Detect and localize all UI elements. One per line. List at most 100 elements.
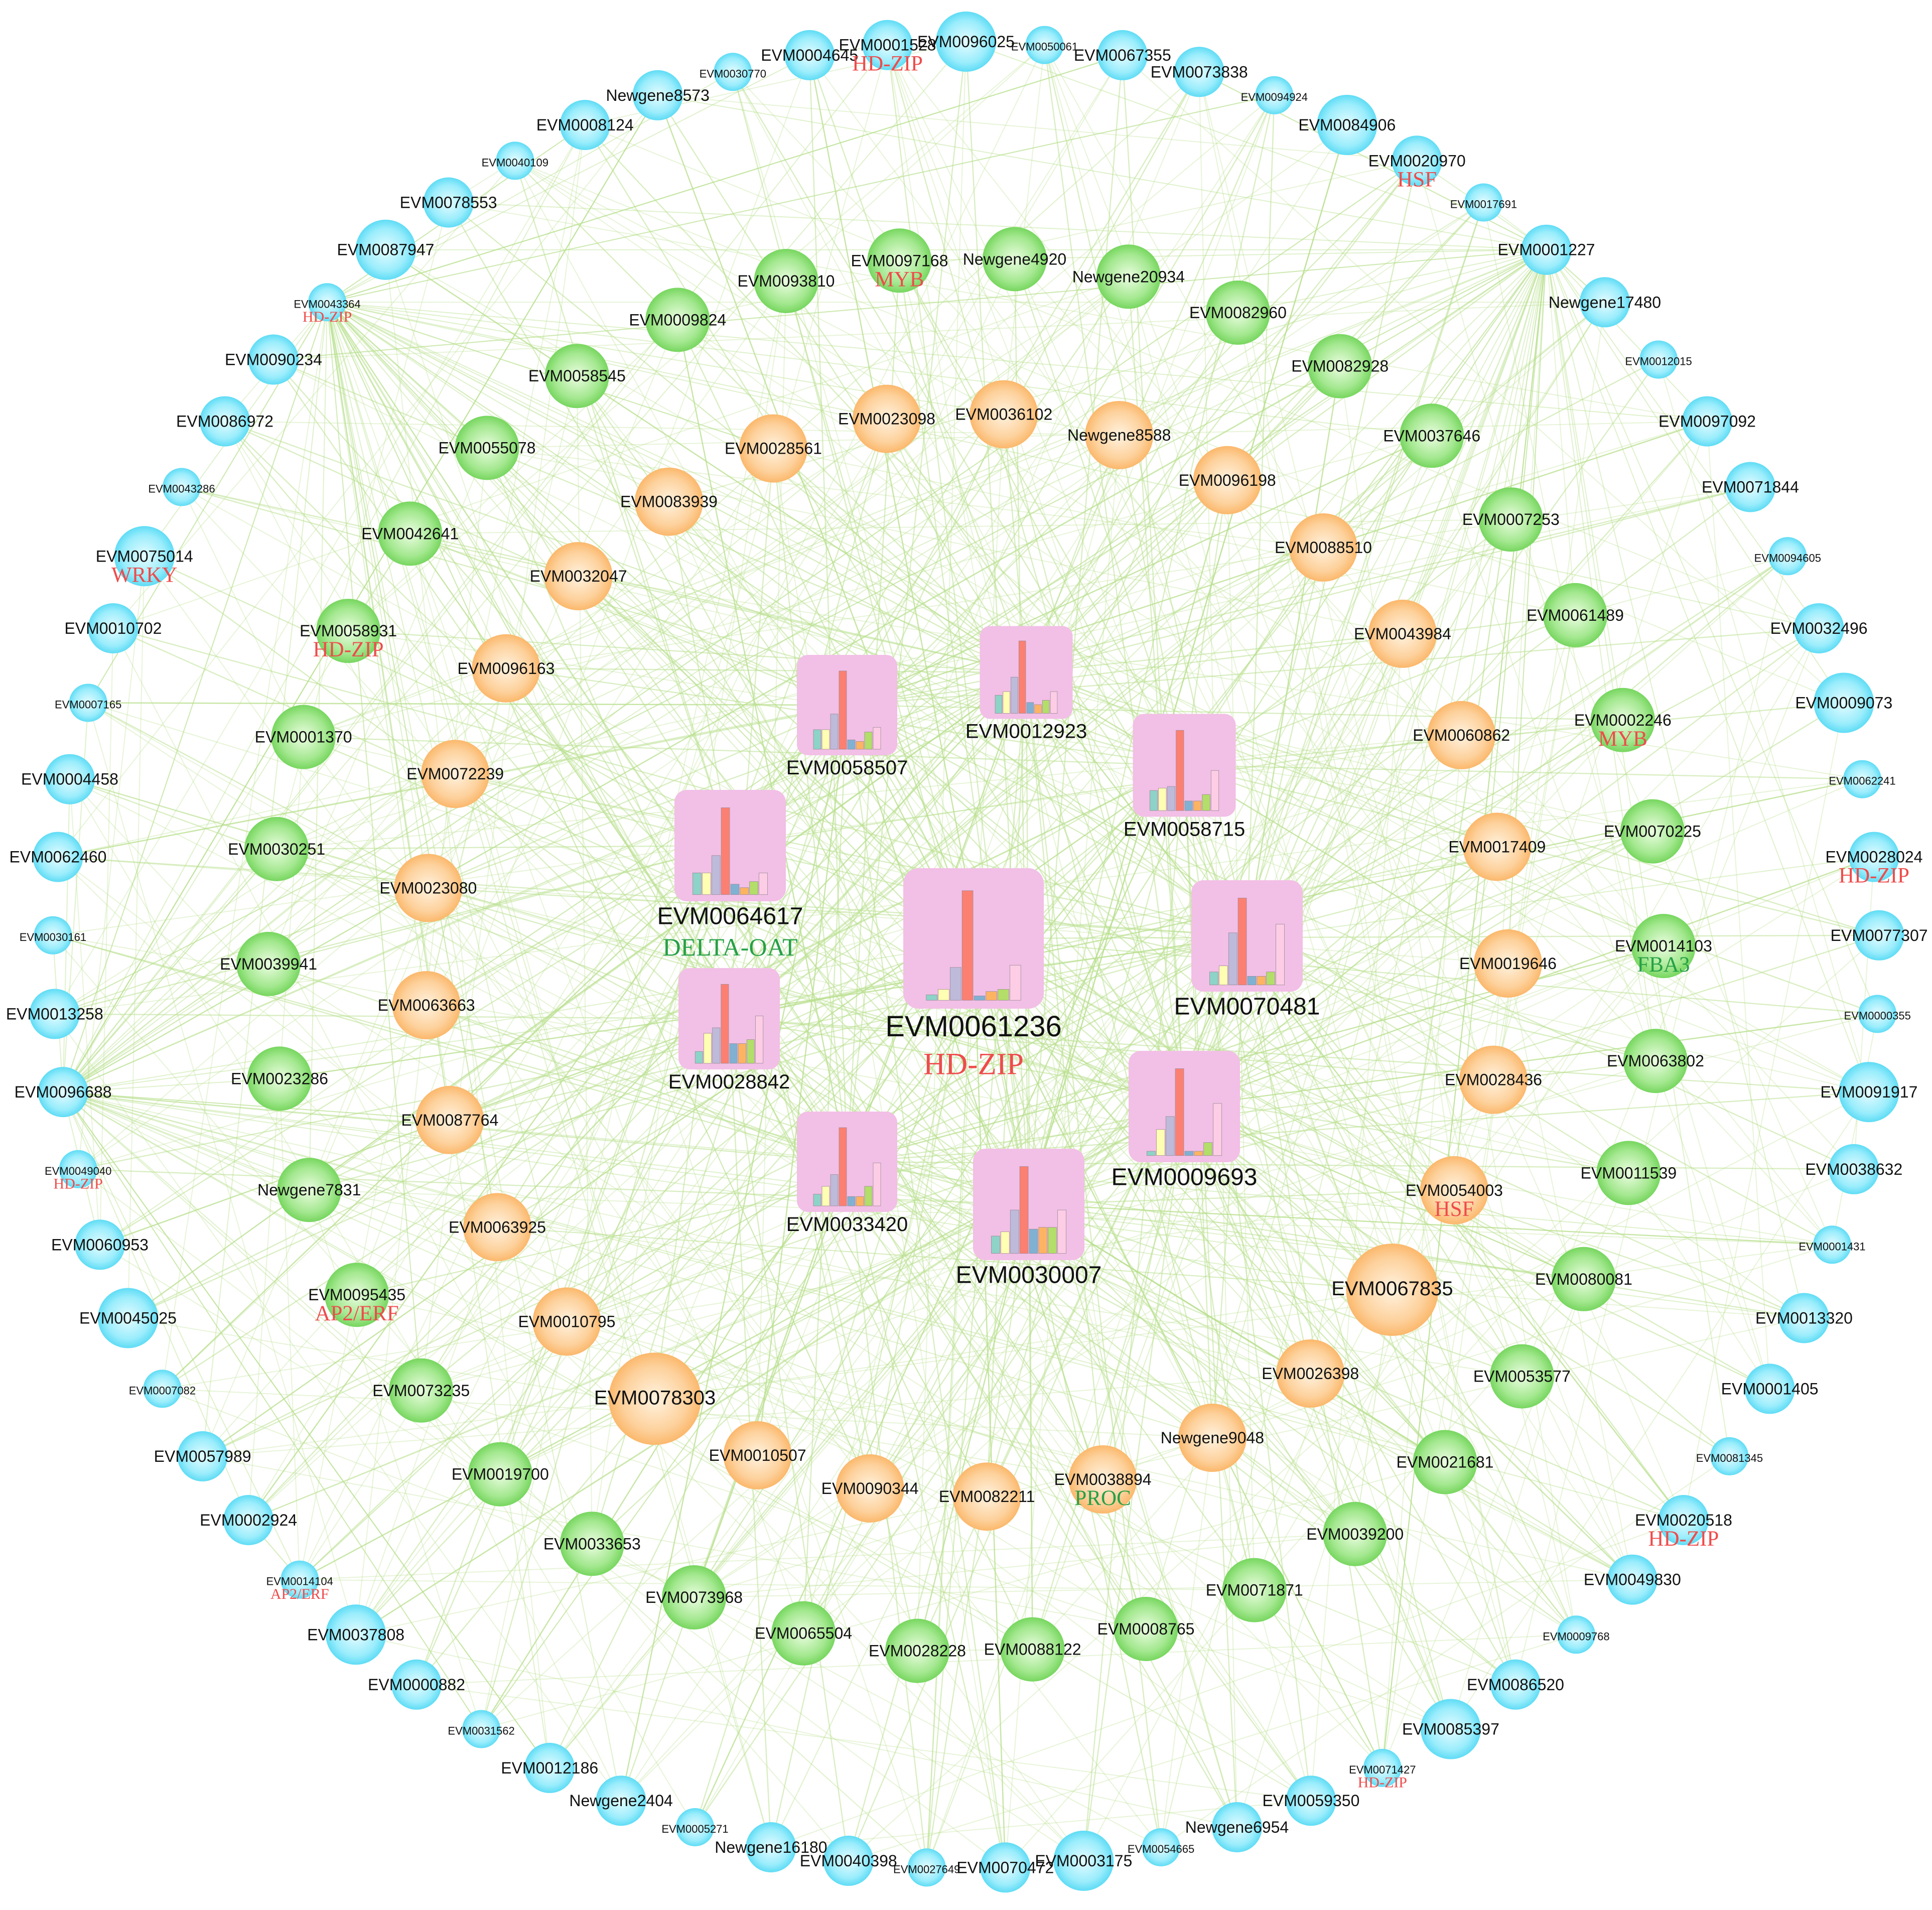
green-node-evm0071871[interactable] — [1222, 1558, 1287, 1622]
outer-node-evm0020970[interactable] — [1392, 135, 1442, 186]
green-node-evm0058931[interactable] — [316, 599, 381, 663]
outer-node-evm0030770[interactable] — [714, 53, 752, 91]
orange-node-evm0017409[interactable] — [1463, 812, 1532, 881]
outer-node-evm0009073[interactable] — [1814, 672, 1874, 733]
outer-node-evm0010702[interactable] — [88, 603, 139, 653]
outer-node-evm0094924[interactable] — [1255, 76, 1294, 114]
orange-node-evm0036102[interactable] — [970, 380, 1038, 449]
orange-node-evm0087764[interactable] — [416, 1085, 484, 1154]
outer-node-newgene2404[interactable] — [596, 1776, 646, 1826]
outer-node-evm0096025[interactable] — [936, 12, 996, 72]
orange-node-evm0023080[interactable] — [394, 854, 463, 922]
outer-node-evm0071844[interactable] — [1725, 462, 1775, 512]
green-node-evm0014103[interactable] — [1631, 914, 1696, 979]
green-node-evm0028228[interactable] — [885, 1618, 949, 1683]
orange-node-evm0010507[interactable] — [723, 1421, 792, 1489]
orange-node-evm0072239[interactable] — [421, 740, 490, 808]
outer-node-newgene6954[interactable] — [1212, 1802, 1262, 1852]
green-node-evm0001370[interactable] — [271, 705, 336, 769]
green-node-evm0011539[interactable] — [1596, 1141, 1661, 1205]
green-node-evm0082960[interactable] — [1205, 281, 1270, 345]
outer-node-newgene8573[interactable] — [632, 70, 683, 120]
outer-node-evm0059350[interactable] — [1286, 1776, 1336, 1826]
green-node-evm0023286[interactable] — [247, 1046, 312, 1111]
outer-node-evm0027649[interactable] — [907, 1848, 946, 1887]
outer-node-evm0038632[interactable] — [1829, 1144, 1879, 1194]
outer-node-evm0005271[interactable] — [676, 1808, 714, 1846]
green-node-evm0007253[interactable] — [1478, 487, 1543, 552]
outer-node-newgene17480[interactable] — [1580, 277, 1630, 328]
outer-node-evm0091917[interactable] — [1839, 1062, 1899, 1123]
outer-node-evm0040109[interactable] — [496, 142, 534, 180]
outer-node-evm0002924[interactable] — [223, 1495, 274, 1545]
outer-node-evm0090234[interactable] — [248, 334, 299, 385]
green-node-evm0019700[interactable] — [468, 1442, 532, 1507]
outer-node-evm0062241[interactable] — [1843, 760, 1881, 798]
orange-node-evm0019646[interactable] — [1473, 929, 1542, 998]
green-node-evm0073968[interactable] — [662, 1565, 727, 1629]
green-node-newgene4920[interactable] — [983, 227, 1047, 292]
outer-node-evm0001227[interactable] — [1521, 224, 1572, 275]
outer-node-evm0062460[interactable] — [33, 832, 83, 882]
orange-node-evm0038894[interactable] — [1068, 1445, 1137, 1514]
green-node-evm0070225[interactable] — [1620, 799, 1685, 864]
orange-node-evm0023098[interactable] — [853, 384, 921, 453]
orange-node-evm0063663[interactable] — [392, 971, 461, 1039]
green-node-evm0039200[interactable] — [1323, 1502, 1388, 1566]
green-node-evm0063802[interactable] — [1623, 1029, 1688, 1094]
orange-node-evm0096198[interactable] — [1193, 446, 1262, 514]
outer-node-evm0030161[interactable] — [34, 916, 72, 954]
hub-node-evm0033420[interactable] — [797, 1112, 897, 1212]
hub-node-evm0009693[interactable] — [1129, 1051, 1240, 1162]
green-node-evm0095435[interactable] — [325, 1263, 389, 1327]
outer-node-evm0013258[interactable] — [29, 989, 80, 1039]
outer-node-evm0001405[interactable] — [1744, 1363, 1795, 1414]
outer-node-evm0001431[interactable] — [1813, 1225, 1851, 1264]
orange-node-newgene9048[interactable] — [1178, 1404, 1247, 1472]
outer-node-evm0057989[interactable] — [177, 1431, 228, 1481]
hub-node-evm0028842[interactable] — [678, 968, 780, 1069]
orange-node-evm0063925[interactable] — [463, 1193, 531, 1262]
outer-node-evm0078553[interactable] — [423, 177, 474, 228]
orange-node-evm0088510[interactable] — [1289, 513, 1357, 582]
outer-node-evm0085397[interactable] — [1420, 1699, 1481, 1759]
outer-node-evm0096688[interactable] — [38, 1067, 88, 1118]
outer-node-evm0037808[interactable] — [326, 1604, 386, 1665]
outer-node-evm0049040[interactable] — [59, 1150, 97, 1188]
outer-node-evm0000882[interactable] — [391, 1659, 442, 1710]
green-node-evm0082928[interactable] — [1308, 334, 1372, 398]
green-node-evm0033653[interactable] — [560, 1512, 624, 1576]
outer-node-evm0075014[interactable] — [114, 526, 175, 587]
orange-node-evm0054003[interactable] — [1420, 1156, 1488, 1224]
green-node-evm0093810[interactable] — [754, 249, 818, 313]
outer-node-evm0003175[interactable] — [1053, 1830, 1114, 1891]
orange-node-evm0028436[interactable] — [1459, 1045, 1528, 1114]
outer-node-evm0081345[interactable] — [1710, 1437, 1749, 1475]
green-node-newgene20934[interactable] — [1096, 244, 1161, 309]
green-node-evm0097168[interactable] — [867, 228, 932, 293]
orange-node-evm0083939[interactable] — [635, 467, 703, 536]
orange-node-evm0090344[interactable] — [836, 1454, 904, 1523]
orange-node-evm0082211[interactable] — [952, 1462, 1021, 1531]
green-node-evm0055078[interactable] — [455, 416, 519, 480]
outer-node-evm0007165[interactable] — [69, 684, 107, 722]
outer-node-evm0017691[interactable] — [1464, 183, 1503, 222]
outer-node-evm0084906[interactable] — [1317, 95, 1377, 155]
green-node-evm0061489[interactable] — [1543, 583, 1607, 647]
green-node-evm0053577[interactable] — [1489, 1344, 1554, 1409]
green-node-evm0009824[interactable] — [645, 288, 710, 352]
outer-node-evm0031562[interactable] — [462, 1710, 501, 1748]
green-node-evm0030251[interactable] — [244, 816, 309, 881]
green-node-evm0021681[interactable] — [1413, 1430, 1477, 1494]
outer-node-evm0049830[interactable] — [1607, 1554, 1658, 1605]
outer-node-evm0014104[interactable] — [281, 1560, 319, 1599]
outer-node-evm0004458[interactable] — [45, 754, 95, 804]
green-node-evm0037646[interactable] — [1400, 403, 1464, 468]
outer-node-evm0086972[interactable] — [200, 396, 250, 447]
outer-node-evm0013320[interactable] — [1779, 1293, 1829, 1343]
outer-node-evm0087947[interactable] — [355, 219, 416, 280]
outer-node-evm0009768[interactable] — [1557, 1615, 1595, 1654]
outer-node-evm0086520[interactable] — [1490, 1659, 1541, 1710]
orange-node-evm0010795[interactable] — [532, 1287, 601, 1356]
green-node-evm0042641[interactable] — [378, 501, 443, 566]
